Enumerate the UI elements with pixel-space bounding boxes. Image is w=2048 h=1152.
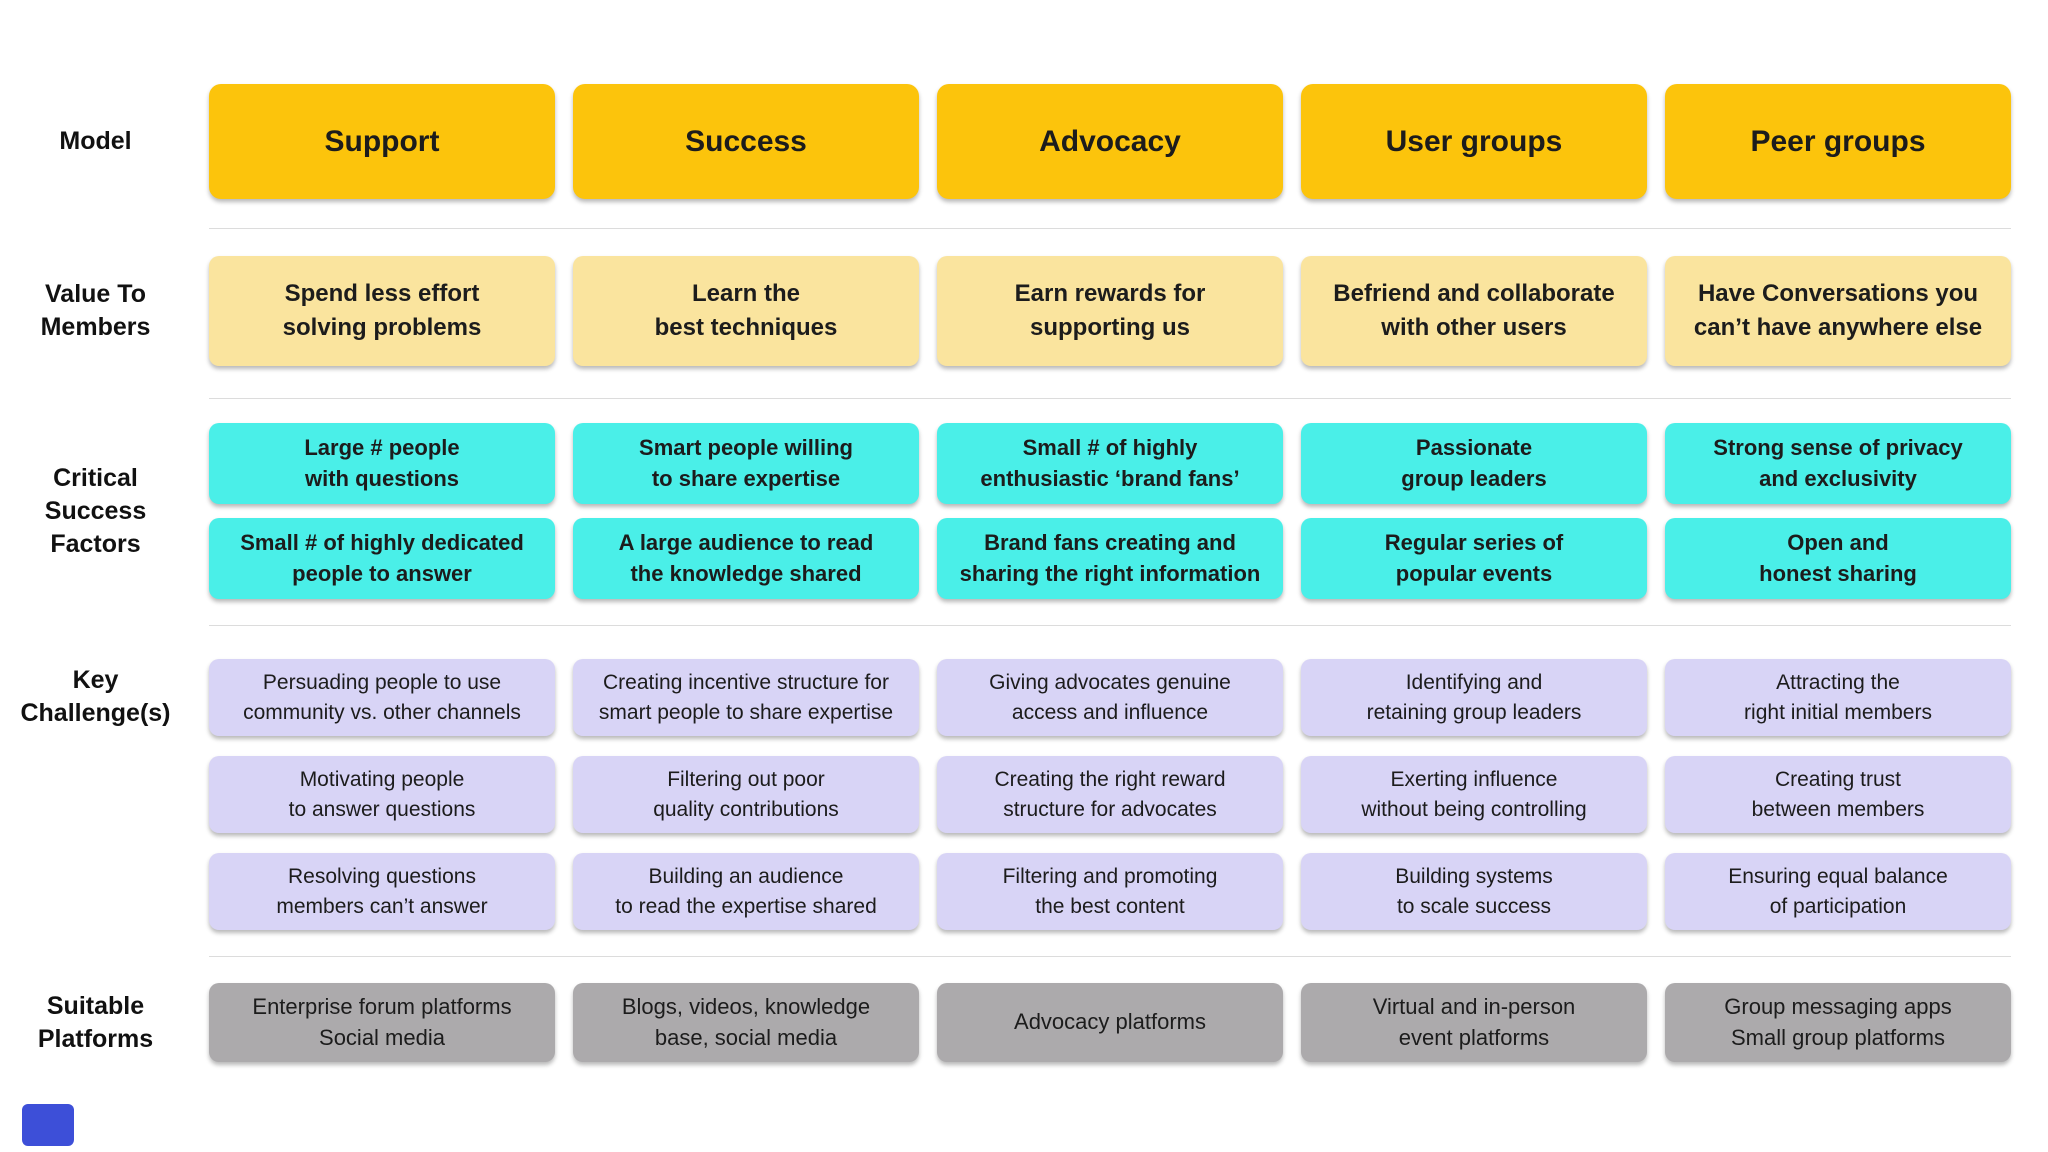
platforms-cell: Enterprise forum platforms Social media xyxy=(209,983,555,1062)
challenge-cell: Filtering and promoting the best content xyxy=(937,853,1283,930)
critical-cell: A large audience to read the knowledge s… xyxy=(573,518,919,599)
value-cell: Spend less effort solving problems xyxy=(209,256,555,366)
row-divider xyxy=(209,625,2011,626)
challenge-cell: Resolving questions members can’t answer xyxy=(209,853,555,930)
model-header-advocacy: Advocacy xyxy=(937,84,1283,199)
model-header-peer-groups: Peer groups xyxy=(1665,84,2011,199)
challenge-cell: Exerting influence without being control… xyxy=(1301,756,1647,833)
challenge-cell: Filtering out poor quality contributions xyxy=(573,756,919,833)
value-cell: Learn the best techniques xyxy=(573,256,919,366)
critical-cell: Strong sense of privacy and exclusivity xyxy=(1665,423,2011,504)
value-cell: Befriend and collaborate with other user… xyxy=(1301,256,1647,366)
platforms-row-label: Suitable Platforms xyxy=(37,991,154,1053)
critical-cell-stack: Small # of highly enthusiastic ‘brand fa… xyxy=(937,423,1283,599)
critical-cell: Passionate group leaders xyxy=(1301,423,1647,504)
challenges-cell-stack: Attracting the right initial members Cre… xyxy=(1665,659,2011,930)
critical-cell-stack: Strong sense of privacy and exclusivity … xyxy=(1665,423,2011,599)
critical-cell: Small # of highly enthusiastic ‘brand fa… xyxy=(937,423,1283,504)
suitable-platforms-row: Suitable Platforms Enterprise forum plat… xyxy=(0,983,2048,1062)
challenges-cell-stack: Giving advocates genuine access and infl… xyxy=(937,659,1283,930)
corner-blue-mark xyxy=(22,1104,74,1146)
model-header-support: Support xyxy=(209,84,555,199)
model-row: Model Support Success Advocacy User grou… xyxy=(0,84,2048,199)
value-row: Value To Members Spend less effort solvi… xyxy=(0,256,2048,366)
challenge-cell: Giving advocates genuine access and infl… xyxy=(937,659,1283,736)
challenge-cell: Creating the right reward structure for … xyxy=(937,756,1283,833)
critical-cell-stack: Smart people willing to share expertise … xyxy=(573,423,919,599)
critical-row-label: Critical Success Factors xyxy=(44,463,147,558)
platforms-cell: Group messaging apps Small group platfor… xyxy=(1665,983,2011,1062)
critical-success-row: Critical Success Factors Large # people … xyxy=(0,423,2048,599)
community-models-matrix: Model Support Success Advocacy User grou… xyxy=(0,84,2048,1062)
critical-cell: Brand fans creating and sharing the righ… xyxy=(937,518,1283,599)
row-divider xyxy=(209,228,2011,229)
critical-cell: Small # of highly dedicated people to an… xyxy=(209,518,555,599)
row-divider xyxy=(209,398,2011,399)
value-row-label: Value To Members xyxy=(40,280,151,341)
key-challenges-row: Key Challenge(s) Persuading people to us… xyxy=(0,659,2048,930)
row-divider xyxy=(209,956,2011,957)
critical-cell-stack: Passionate group leaders Regular series … xyxy=(1301,423,1647,599)
platforms-cell: Advocacy platforms xyxy=(937,983,1283,1062)
critical-cell: Regular series of popular events xyxy=(1301,518,1647,599)
value-cell: Earn rewards for supporting us xyxy=(937,256,1283,366)
challenge-cell: Building systems to scale success xyxy=(1301,853,1647,930)
value-cell: Have Conversations you can’t have anywhe… xyxy=(1665,256,2011,366)
model-row-label: Model xyxy=(59,127,132,155)
model-header-success: Success xyxy=(573,84,919,199)
challenge-cell: Building an audience to read the experti… xyxy=(573,853,919,930)
critical-cell: Open and honest sharing xyxy=(1665,518,2011,599)
challenge-cell: Attracting the right initial members xyxy=(1665,659,2011,736)
challenge-cell: Ensuring equal balance of participation xyxy=(1665,853,2011,930)
critical-cell: Smart people willing to share expertise xyxy=(573,423,919,504)
challenge-cell: Persuading people to use community vs. o… xyxy=(209,659,555,736)
challenges-cell-stack: Identifying and retaining group leaders … xyxy=(1301,659,1647,930)
challenges-row-label: Key Challenge(s) xyxy=(20,666,171,727)
platforms-cell: Virtual and in-person event platforms xyxy=(1301,983,1647,1062)
challenge-cell: Identifying and retaining group leaders xyxy=(1301,659,1647,736)
critical-cell: Large # people with questions xyxy=(209,423,555,504)
challenge-cell: Motivating people to answer questions xyxy=(209,756,555,833)
critical-cell-stack: Large # people with questions Small # of… xyxy=(209,423,555,599)
platforms-cell: Blogs, videos, knowledge base, social me… xyxy=(573,983,919,1062)
challenges-cell-stack: Creating incentive structure for smart p… xyxy=(573,659,919,930)
challenge-cell: Creating trust between members xyxy=(1665,756,2011,833)
challenge-cell: Creating incentive structure for smart p… xyxy=(573,659,919,736)
model-header-user-groups: User groups xyxy=(1301,84,1647,199)
challenges-cell-stack: Persuading people to use community vs. o… xyxy=(209,659,555,930)
